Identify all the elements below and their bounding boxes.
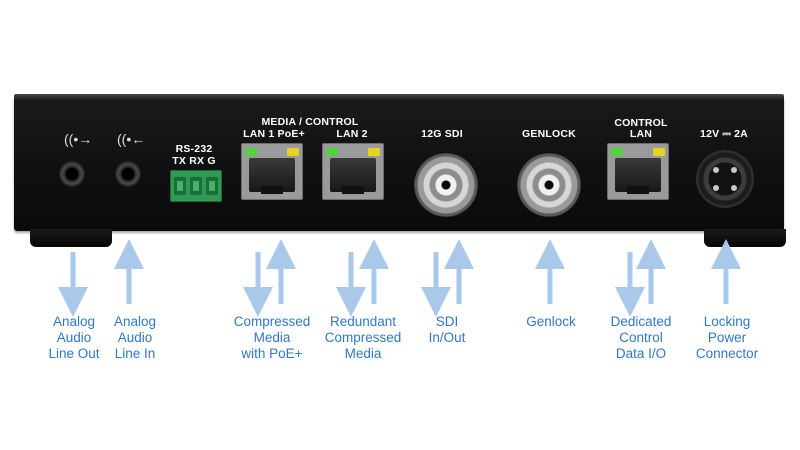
- terminal-slot-g: [206, 177, 218, 195]
- caption-dedicated-control-data: Dedicated Control Data I/O: [598, 314, 684, 362]
- lan2-link-led: [326, 148, 338, 156]
- caption-analog-audio-line-out: Analog Audio Line Out: [36, 314, 112, 362]
- rs232-pins: TX RX G: [172, 155, 216, 167]
- control-label: CONTROL: [614, 117, 668, 129]
- genlock-bnc-connector: [517, 153, 581, 217]
- rs232-terminal-block: [170, 170, 222, 202]
- caption-line: Audio: [56, 330, 92, 345]
- caption-compressed-media: Compressed Media with PoE+: [224, 314, 320, 362]
- lan1-activity-led: [287, 148, 299, 156]
- power-pin: [713, 167, 719, 173]
- analog-audio-in-jack: [114, 160, 142, 188]
- terminal-slot-tx: [174, 177, 186, 195]
- caption-line: with PoE+: [241, 346, 303, 361]
- audio-out-icon: ((•→: [64, 131, 93, 147]
- caption-line: Dedicated: [610, 314, 672, 329]
- device-foot-left: [30, 229, 112, 247]
- caption-line: Redundant: [329, 314, 397, 329]
- control-lan-port: [607, 143, 669, 200]
- lan2-port: [322, 143, 384, 200]
- lan1-label: LAN 1 PoE+: [243, 128, 305, 140]
- terminal-slot-rx: [190, 177, 202, 195]
- caption-line: Line In: [114, 346, 156, 361]
- power-pin: [713, 185, 719, 191]
- analog-audio-out-jack: [58, 160, 86, 188]
- caption-sdi-in-out: SDI In/Out: [414, 314, 480, 346]
- caption-redundant-compressed-media: Redundant Compressed Media: [318, 314, 408, 362]
- caption-line: Audio: [117, 330, 153, 345]
- power-rating-label: 12V ⎓ 2A: [700, 128, 748, 140]
- caption-line: Power: [707, 330, 747, 345]
- control-activity-led: [653, 148, 665, 156]
- caption-genlock: Genlock: [515, 314, 587, 330]
- caption-line: Analog: [113, 314, 157, 329]
- device-top-edge: [14, 94, 784, 100]
- lan1-port: [241, 143, 303, 200]
- caption-line: Analog: [52, 314, 96, 329]
- caption-line: Media: [253, 330, 291, 345]
- lan2-activity-led: [368, 148, 380, 156]
- audio-in-icon: ((•←: [117, 131, 146, 147]
- lan1-link-led: [245, 148, 257, 156]
- sdi-label: 12G SDI: [421, 128, 463, 140]
- control-lan-label: LAN: [629, 128, 653, 140]
- genlock-label: GENLOCK: [522, 128, 576, 140]
- caption-line: SDI: [435, 314, 459, 329]
- power-pin: [731, 185, 737, 191]
- control-notch: [627, 186, 649, 194]
- caption-line: Line Out: [48, 346, 100, 361]
- power-pin: [731, 167, 737, 173]
- lan1-notch: [261, 186, 283, 194]
- caption-locking-power-connector: Locking Power Connector: [686, 314, 768, 362]
- control-link-led: [611, 148, 623, 156]
- caption-line: Connector: [695, 346, 759, 361]
- power-connector: [696, 150, 754, 208]
- caption-line: Compressed: [324, 330, 402, 345]
- sdi-bnc-connector: [414, 153, 478, 217]
- caption-line: Data I/O: [615, 346, 667, 361]
- caption-line: In/Out: [428, 330, 466, 345]
- media-control-label: MEDIA / CONTROL: [261, 116, 359, 128]
- caption-line: Media: [344, 346, 382, 361]
- lan2-notch: [342, 186, 364, 194]
- rs232-title: RS-232: [175, 143, 213, 155]
- caption-line: Control: [619, 330, 663, 345]
- caption-line: Compressed: [233, 314, 311, 329]
- caption-analog-audio-line-in: Analog Audio Line In: [100, 314, 170, 362]
- lan2-label: LAN 2: [336, 128, 368, 140]
- caption-line: Genlock: [526, 314, 576, 329]
- caption-line: Locking: [703, 314, 751, 329]
